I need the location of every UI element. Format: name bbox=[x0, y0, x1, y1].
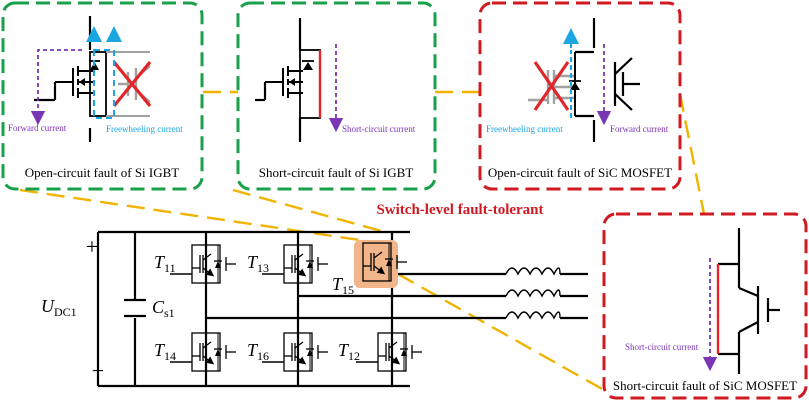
inverter-circuit: + − UDC1 Cs1 T11 T13 T15 T14 T16 T12 bbox=[41, 230, 588, 388]
label-short-circuit-current-sic: Short-circuit current bbox=[625, 342, 699, 352]
label-cs1: Cs1 bbox=[152, 297, 175, 320]
label-t13: T13 bbox=[247, 252, 269, 275]
minus-sign: − bbox=[92, 358, 104, 383]
label-freewheeling-current-sic: Freewheeling current bbox=[486, 124, 563, 134]
label-forward-current-sic: Forward current bbox=[610, 124, 669, 134]
highlighted-switch bbox=[354, 240, 398, 288]
label-t11: T11 bbox=[154, 252, 176, 275]
caption-sic-mosfet-short: Short-circuit fault of SiC MOSFET bbox=[613, 378, 797, 393]
panel-si-igbt-short: Short-circuit current Short-circuit faul… bbox=[236, 1, 437, 191]
label-forward-current: Forward current bbox=[8, 123, 67, 133]
panel-si-igbt-open: Forward current Freewheeling current Ope… bbox=[1, 1, 204, 191]
label-t14: T14 bbox=[154, 340, 176, 363]
label-short-circuit-current: Short-circuit current bbox=[342, 124, 416, 134]
label-t12: T12 bbox=[338, 340, 360, 363]
panel-sic-mosfet-open: Freewheeling current Forward current Ope… bbox=[478, 1, 682, 191]
label-t15: T15 bbox=[332, 274, 354, 297]
plus-sign: + bbox=[86, 234, 98, 259]
panel-sic-mosfet-short: Short-circuit current Short-circuit faul… bbox=[602, 212, 808, 400]
label-freewheeling-current: Freewheeling current bbox=[106, 124, 183, 134]
caption-si-igbt-open: Open-circuit fault of Si IGBT bbox=[25, 165, 180, 180]
diagram-title: Switch-level fault-tolerant bbox=[376, 202, 543, 218]
caption-sic-mosfet-open: Open-circuit fault of SiC MOSFET bbox=[488, 165, 672, 180]
caption-si-igbt-short: Short-circuit fault of Si IGBT bbox=[259, 165, 414, 180]
label-udc1: UDC1 bbox=[41, 296, 77, 319]
label-t16: T16 bbox=[247, 340, 269, 363]
